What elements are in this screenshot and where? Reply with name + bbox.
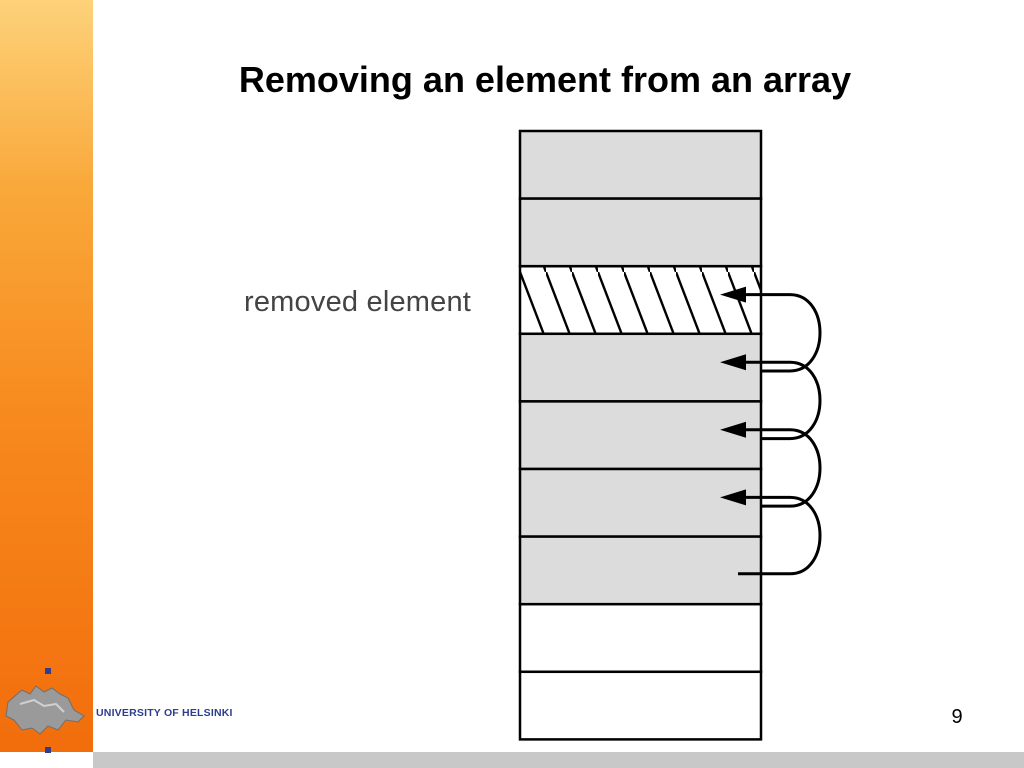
- removed-element-label: removed element: [244, 286, 472, 318]
- slide-title: Removing an element from an array: [238, 59, 852, 100]
- arrow-head: [720, 421, 746, 438]
- array-cell: [518, 129, 763, 200]
- array-cell: [518, 332, 763, 403]
- array-cell: [518, 535, 763, 606]
- shift-arrows: [720, 286, 822, 576]
- university-name: UNIVERSITY OF HELSINKI: [96, 707, 233, 719]
- helsinki-logo-icon: [5, 668, 85, 753]
- university-logo: [0, 660, 93, 760]
- shift-arrow: [732, 428, 822, 508]
- shift-arrow: [732, 495, 822, 576]
- array-cell: [518, 467, 763, 538]
- sidebar-gradient: [0, 0, 93, 752]
- removed-array-cell: [518, 264, 763, 336]
- arrow-head: [720, 354, 746, 371]
- shift-arrow: [732, 360, 822, 441]
- array-cells: [518, 129, 763, 741]
- array-cell: [518, 602, 763, 674]
- array-cell: [518, 400, 763, 471]
- arrow-head: [720, 286, 746, 303]
- shift-arrow: [732, 293, 822, 373]
- page-number: 9: [951, 706, 963, 728]
- array-cell: [518, 197, 763, 268]
- footer-bar: [93, 752, 1024, 768]
- array-cell: [518, 670, 763, 741]
- arrow-head: [720, 489, 746, 506]
